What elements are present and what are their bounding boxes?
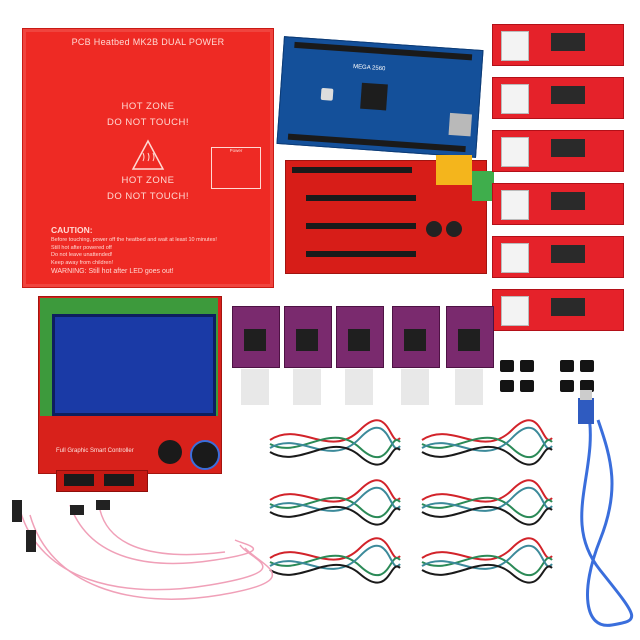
driver-chip <box>348 329 370 351</box>
stepper-driver <box>232 306 280 405</box>
cable-connector <box>70 505 84 515</box>
do-not-touch-label-2: DO NOT TOUCH! <box>107 191 189 202</box>
buzzer <box>158 440 182 464</box>
connector <box>501 296 529 326</box>
cable-connector <box>96 500 110 510</box>
stepper-driver <box>392 306 440 405</box>
driver-chip <box>458 329 480 351</box>
do-not-touch-label: DO NOT TOUCH! <box>107 117 189 128</box>
connector <box>501 137 529 167</box>
driver-pins <box>401 369 429 405</box>
power-table: Power <box>211 147 261 189</box>
microswitch <box>551 139 585 157</box>
microswitch <box>551 86 585 104</box>
lcd-brand-label: Full Graphic Smart Controller <box>56 448 134 454</box>
power-table-label: Power <box>229 148 243 153</box>
capacitor <box>426 221 442 237</box>
connector <box>501 84 529 114</box>
cable-harness <box>269 419 401 466</box>
jumper-cap <box>580 380 594 392</box>
pin-header <box>292 167 412 173</box>
jumper-cap <box>560 360 574 372</box>
driver-pins <box>455 369 483 405</box>
fuse-block <box>436 155 472 185</box>
caution-line: Before touching, power off the heatbed a… <box>51 237 217 243</box>
cable-connector <box>26 530 36 552</box>
endstop-board <box>492 77 624 119</box>
lcd-screen <box>52 314 216 416</box>
hot-surface-icon <box>131 139 165 170</box>
endstop-board <box>492 236 624 278</box>
pin-header <box>306 195 416 201</box>
driver-pins <box>345 369 373 405</box>
usb-plug <box>578 398 594 424</box>
cable-connector <box>12 500 22 522</box>
pin-header <box>306 223 416 229</box>
endstop-board <box>492 130 624 172</box>
microswitch <box>551 245 585 263</box>
ramps-shield <box>285 155 494 274</box>
microswitch <box>551 33 585 51</box>
hot-zone-label: HOT ZONE <box>121 101 175 112</box>
pin-header <box>306 251 416 257</box>
endstop-board <box>492 24 624 66</box>
microswitch <box>551 192 585 210</box>
rotary-encoder-knob <box>190 440 220 470</box>
caution-line: Still hot after powered off <box>51 244 112 251</box>
jumper-cap <box>520 360 534 372</box>
ribbon-connector <box>104 474 134 486</box>
stepper-driver <box>284 306 332 405</box>
connector <box>501 243 529 273</box>
caution-text: Before touching, power off the heatbed a… <box>51 237 217 267</box>
jumper-cap <box>500 360 514 372</box>
stepper-driver <box>336 306 384 405</box>
hot-zone-label-2: HOT ZONE <box>121 175 175 186</box>
caution-line: Do not leave unattended! <box>51 252 113 259</box>
endstop-board <box>492 183 624 225</box>
power-terminal <box>472 171 494 201</box>
jumper-cap <box>500 380 514 392</box>
microswitch <box>551 298 585 316</box>
ribbon-connector <box>64 474 94 486</box>
heatbed-title: PCB Heatbed MK2B DUAL POWER <box>71 37 225 47</box>
driver-pins <box>293 369 321 405</box>
jumper-cap <box>520 380 534 392</box>
connector <box>501 190 529 220</box>
driver-chip <box>404 329 426 351</box>
driver-pins <box>241 369 269 405</box>
capacitor <box>446 221 462 237</box>
jumper-cap <box>580 360 594 372</box>
endstop-board <box>492 289 624 331</box>
caution-line: Keep away from children! <box>51 259 114 266</box>
jumper-cap <box>560 380 574 392</box>
driver-chip <box>244 329 266 351</box>
connector <box>501 31 529 61</box>
caution-title: CAUTION: <box>51 225 93 235</box>
driver-chip <box>296 329 318 351</box>
stepper-driver <box>446 306 494 405</box>
usb-plug-metal <box>580 390 592 400</box>
warning-text: WARNING: Still hot after LED goes out! <box>51 268 174 275</box>
heatbed-pcb: PCB Heatbed MK2B DUAL POWER HOT ZONE DO … <box>22 28 274 288</box>
